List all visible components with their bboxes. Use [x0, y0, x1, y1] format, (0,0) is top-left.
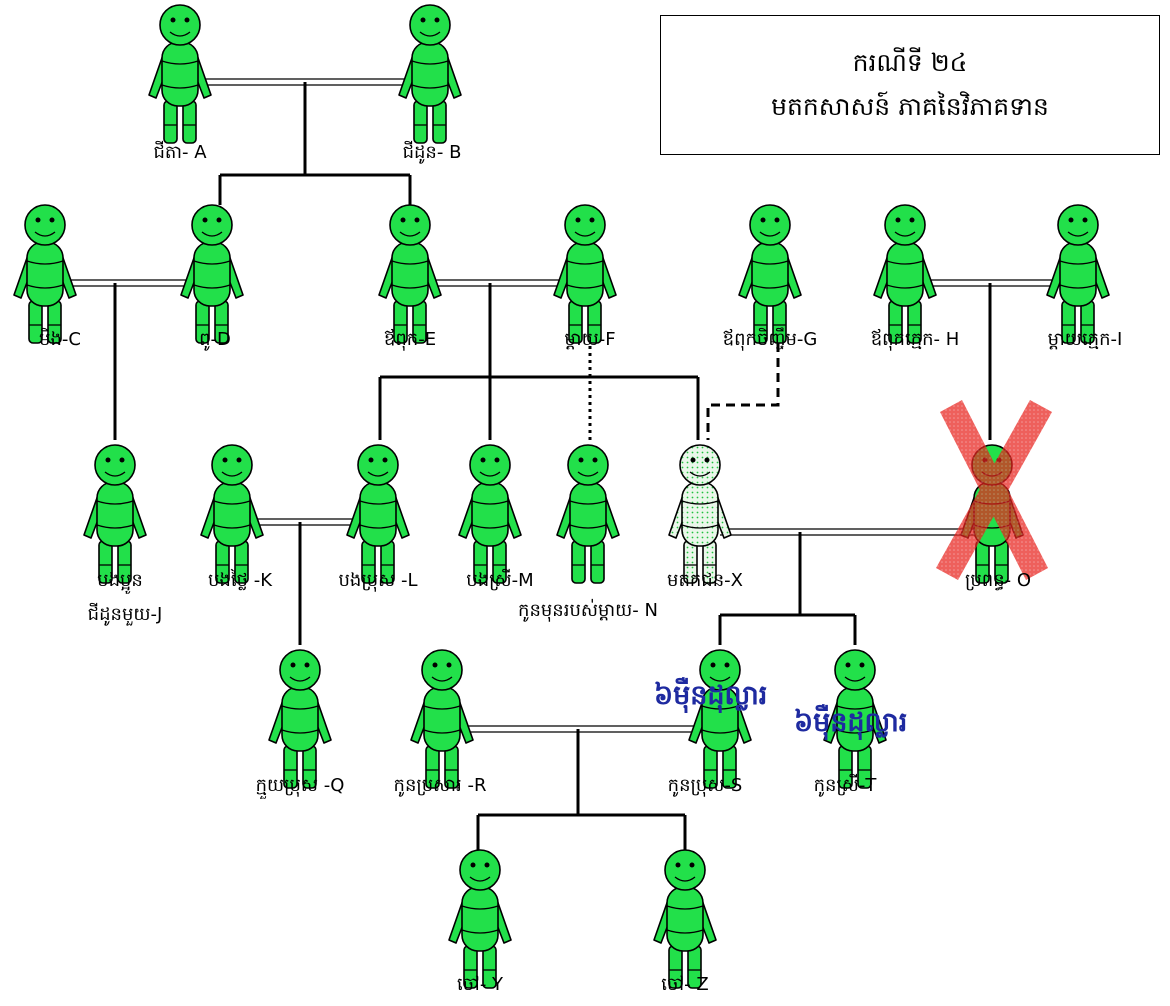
label-person-y: ចៅ- Y: [456, 974, 504, 995]
person-g-figure: [738, 204, 802, 344]
label-person-b: ជីដូន- B: [402, 142, 462, 163]
label-deceased-x: មតកជន-X: [667, 570, 743, 591]
person-q-figure: [268, 649, 332, 789]
person-z-figure: [653, 849, 717, 989]
label-person-n: កូនមុនរបស់ម្តាយ- N: [518, 600, 658, 621]
amount-person-s: ៦ម៉ឺនដុល្លារ: [654, 680, 768, 711]
label-person-q: ក្មួយប្រុស -Q: [255, 775, 345, 796]
person-r-figure: [410, 649, 474, 789]
person-y-figure: [448, 849, 512, 989]
person-h-figure: [873, 204, 937, 344]
label-person-j-line1: បងប្អូន: [97, 570, 143, 591]
person-j-figure: [83, 444, 147, 584]
person-e-figure: [378, 204, 442, 344]
label-person-h: ឪពុកក្មេក- H: [870, 329, 960, 350]
deceased-cross-mark: [936, 400, 1052, 580]
label-person-r: កូនប្រសារ -R: [393, 775, 487, 796]
case-title-box: ករណីទី ២៤ មតកសាសន៍ ភាគនៃវិភាគទាន: [660, 15, 1160, 155]
label-person-g: ឪពុកចិញ្ចឹម-G: [722, 329, 818, 350]
label-person-i: ម្តាយក្មេក-I: [1047, 329, 1123, 350]
marriage-lines: [62, 78, 1070, 733]
person-b-figure: [398, 4, 462, 144]
person-n-figure: [556, 444, 620, 584]
label-person-t: កូនស្រី-T: [813, 775, 877, 796]
label-person-c: មីង-C: [39, 329, 81, 350]
label-person-l: បងប្រុស -L: [338, 570, 418, 591]
label-person-a: ជីតា- A: [153, 142, 207, 163]
person-f-figure: [553, 204, 617, 344]
label-person-m: បងស្រី-M: [466, 570, 534, 591]
label-person-k: បងថ្លៃ -K: [207, 570, 273, 591]
amount-person-t: ៦ម៉ឺនដុល្លារ: [794, 707, 908, 738]
person-a-figure: [148, 4, 212, 144]
person-c-figure: [13, 204, 77, 344]
person-d-figure: [180, 204, 244, 344]
adoptive-father-dashed-line: [706, 283, 780, 440]
case-title-line-2: មតកសាសន៍ ភាគនៃវិភាគទាន: [771, 92, 1049, 121]
connector-lines: [113, 82, 992, 850]
label-person-j-line2: ជីដូនមួយ-J: [87, 604, 163, 625]
person-m-figure: [458, 444, 522, 584]
deceased-x-figure: [668, 444, 732, 584]
label-person-z: ចៅ- Z: [661, 974, 709, 995]
label-person-e: ឪពុក-E: [383, 329, 437, 350]
label-person-d: ពូ-D: [199, 329, 231, 350]
label-person-o: ប្រពន្ធ- O: [964, 570, 1032, 591]
person-s-figure: [688, 649, 752, 789]
label-person-s: កូនប្រុស-S: [667, 775, 743, 796]
case-title-line-1: ករណីទី ២៤: [852, 48, 968, 77]
person-i-figure: [1046, 204, 1110, 344]
person-k-figure: [200, 444, 264, 584]
person-l-figure: [346, 444, 410, 584]
label-person-f: ម្តាយ-F: [564, 329, 616, 350]
